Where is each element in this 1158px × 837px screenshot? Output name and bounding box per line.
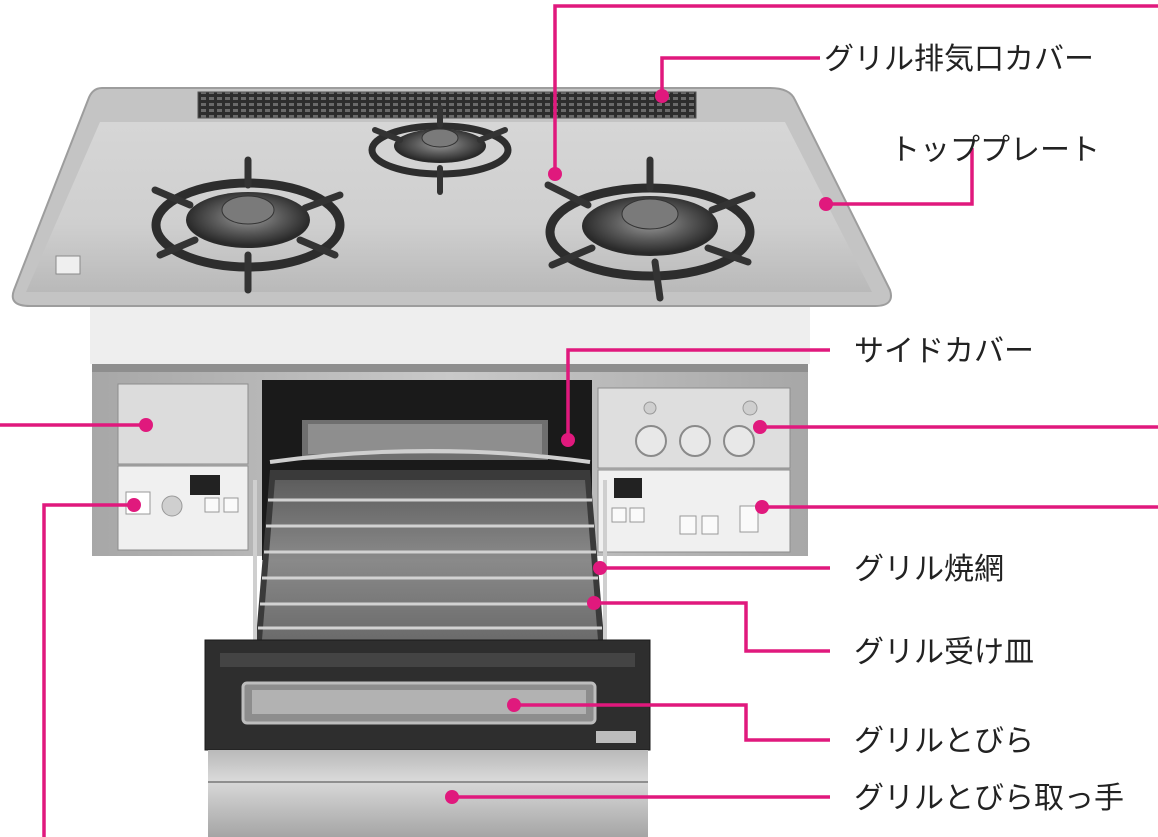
dot-right-lower-panel [755, 500, 769, 514]
top-plate [11, 87, 892, 307]
dot-left-lower-panel [127, 498, 141, 512]
dot-grill-grate [593, 561, 607, 575]
label-grill-tray: グリル受け皿 [854, 635, 1034, 670]
grill-door [204, 639, 651, 751]
dot-grill-door [507, 698, 521, 712]
leader-grill-exhaust-cover [660, 56, 820, 96]
grill-grate [253, 449, 607, 650]
dot-side-cover [561, 433, 575, 447]
label-grill-exhaust-cover: グリル排気口カバー [824, 42, 1094, 77]
leader-top-plate [826, 148, 974, 206]
leader-burner-knob [553, 4, 1158, 174]
label-side-cover: サイドカバー [854, 334, 1034, 369]
dot-grill-door-handle [445, 790, 459, 804]
leader-lines [0, 4, 1158, 837]
dot-grill-exhaust-cover [655, 89, 669, 103]
label-top-plate: トッププレート [890, 133, 1100, 168]
grill-door-handle [208, 750, 648, 837]
dot-left-panel [139, 418, 153, 432]
grill-exhaust-vent [197, 91, 697, 119]
leader-dots [127, 89, 833, 804]
label-grill-door: グリルとびら [854, 724, 1034, 759]
dot-burner-knob [548, 167, 562, 181]
leader-left-lower-panel [42, 503, 134, 837]
leader-grill-door [514, 703, 830, 742]
leader-side-cover [566, 348, 830, 440]
burner-back [368, 105, 512, 195]
left-control-panel [117, 383, 249, 551]
burner-left [151, 156, 345, 294]
right-control-panel [597, 387, 791, 553]
burner-right [544, 156, 756, 302]
leader-grill-tray [594, 601, 830, 653]
label-grill-door-handle: グリルとびら取っ手 [854, 781, 1124, 816]
dot-grill-tray [587, 596, 601, 610]
label-grill-grate: グリル焼網 [854, 552, 1004, 587]
dot-right-knobs [753, 420, 767, 434]
part-labels: グリル排気口カバー トッププレート サイドカバー グリル焼網 グリル受け皿 グリ… [824, 42, 1124, 816]
dot-top-plate [819, 197, 833, 211]
